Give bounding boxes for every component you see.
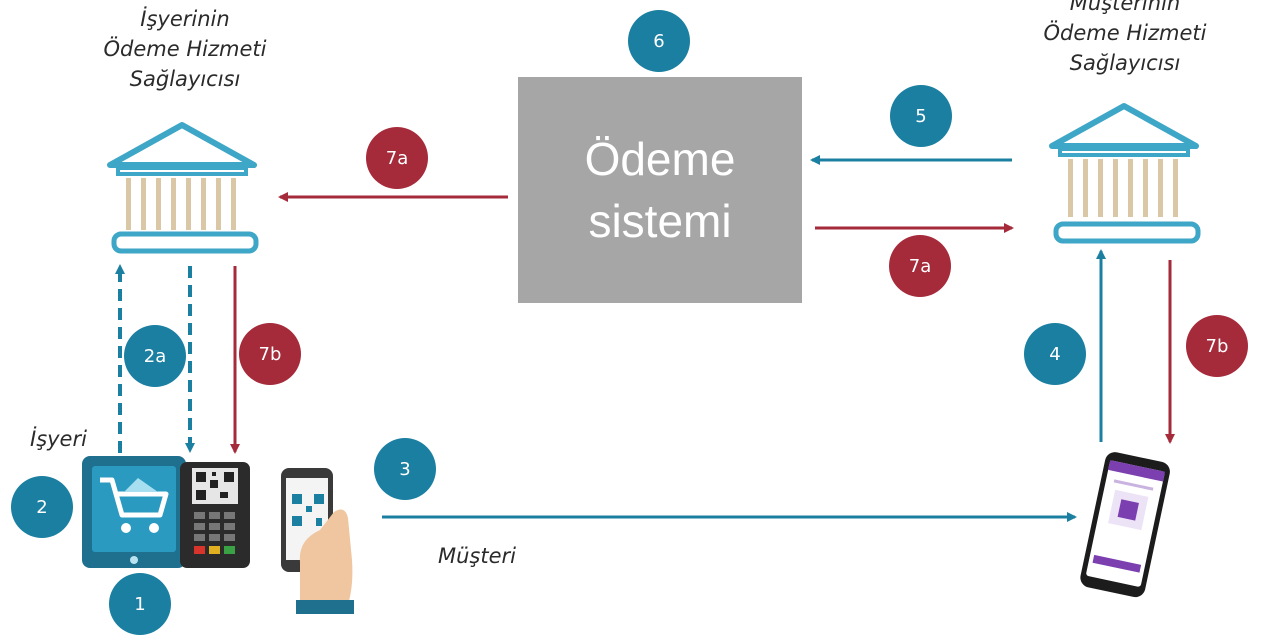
- customer-psp-label-line2: Ödeme Hizmeti: [1043, 21, 1207, 45]
- payment-system-line2: sistemi: [588, 195, 732, 247]
- merchant-psp-label-line1: İşyerinin: [140, 7, 230, 31]
- pos-terminal-icon: [180, 462, 250, 568]
- step-2a-badge: 2a: [124, 325, 186, 387]
- customer-psp-label: Müşterinin Ödeme Hizmeti Sağlayıcısı: [1000, 0, 1250, 78]
- bank-icon-merchant: [107, 122, 259, 254]
- step-6-badge: 6: [628, 10, 690, 72]
- customer-psp-label-line1: Müşterinin: [1069, 0, 1181, 15]
- step-5-badge: 5: [890, 85, 952, 147]
- merchant-psp-label-line2: Ödeme Hizmeti: [103, 37, 267, 61]
- hand-phone-qr-icon: [281, 468, 354, 614]
- step-1-badge: 1: [109, 573, 171, 635]
- customer-label: Müşteri: [438, 544, 516, 568]
- merchant-psp-label: İşyerinin Ödeme Hizmeti Sağlayıcısı: [60, 4, 310, 94]
- payment-system-line1: Ödeme: [584, 133, 736, 185]
- step-7b-left-badge: 7b: [239, 323, 301, 385]
- merchant-label: İşyeri: [30, 427, 87, 451]
- step-7a-left-badge: 7a: [366, 127, 428, 189]
- payment-system-box: Ödeme sistemi: [518, 77, 802, 303]
- customer-psp-label-line3: Sağlayıcısı: [1069, 51, 1181, 75]
- tablet-cart-icon: [82, 456, 186, 568]
- step-7b-right-badge: 7b: [1186, 315, 1248, 377]
- step-7a-right-badge: 7a: [889, 235, 951, 297]
- step-2-badge: 2: [11, 476, 73, 538]
- step-4-badge: 4: [1024, 323, 1086, 385]
- customer-smartphone-icon: [1080, 452, 1170, 598]
- merchant-psp-label-line3: Sağlayıcısı: [129, 67, 241, 91]
- step-3-badge: 3: [374, 438, 436, 500]
- bank-icon-customer: [1049, 103, 1201, 244]
